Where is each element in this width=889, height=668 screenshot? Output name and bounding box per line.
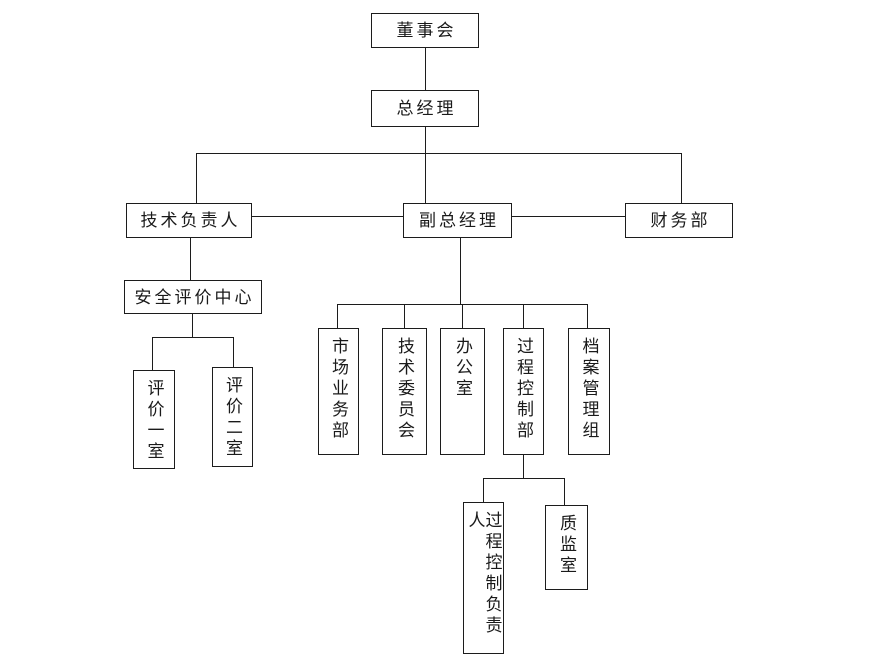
connector-drop-quality bbox=[564, 478, 565, 505]
connector-drop-technical-lead bbox=[196, 153, 197, 203]
node-board: 董事会 bbox=[371, 13, 479, 48]
node-deputy-general-manager: 副总经理 bbox=[403, 203, 512, 238]
node-technical-lead-label: 技术负责人 bbox=[140, 211, 241, 230]
connector-drop-committee bbox=[404, 304, 405, 328]
connector-deputy-down bbox=[460, 238, 461, 304]
connector-process-rail bbox=[483, 478, 565, 479]
connector-safetycenter-down bbox=[192, 314, 193, 337]
connector-board-gm bbox=[425, 48, 426, 90]
node-safety-evaluation-center: 安全评价中心 bbox=[124, 280, 262, 314]
node-evaluation-room-1-label: 评价一室 bbox=[144, 379, 164, 463]
node-market-business-dept: 市场业务部 bbox=[318, 328, 359, 455]
connector-drop-finance bbox=[681, 153, 682, 203]
connector-lateral-deputy-finance bbox=[512, 216, 625, 217]
node-technical-committee-label: 技术委员会 bbox=[395, 337, 414, 442]
node-technical-lead: 技术负责人 bbox=[126, 203, 252, 238]
connector-lateral-techlead-deputy bbox=[252, 216, 403, 217]
connector-drop-eval2 bbox=[233, 337, 234, 367]
connector-drop-archives bbox=[587, 304, 588, 328]
node-market-business-dept-label: 市场业务部 bbox=[329, 337, 348, 442]
node-deputy-general-manager-label: 副总经理 bbox=[419, 211, 499, 230]
node-process-control-lead-label: 过程控制负责人 bbox=[465, 511, 502, 637]
node-process-control-lead: 过程控制负责人 bbox=[463, 502, 504, 654]
node-quality-supervision-room: 质监室 bbox=[545, 505, 588, 590]
node-quality-supervision-room-label: 质监室 bbox=[557, 514, 576, 577]
connector-drop-process-lead bbox=[483, 478, 484, 502]
node-finance-dept: 财务部 bbox=[625, 203, 733, 238]
connector-process-down bbox=[523, 455, 524, 478]
connector-gm-deputy bbox=[425, 127, 426, 203]
connector-eval-rail bbox=[152, 337, 234, 338]
connector-techlead-safetycenter bbox=[190, 238, 191, 280]
node-archives-management-group-label: 档案管理组 bbox=[579, 337, 599, 442]
connector-drop-process bbox=[523, 304, 524, 328]
node-evaluation-room-1: 评价一室 bbox=[133, 370, 175, 469]
connector-tier2-rail bbox=[196, 153, 682, 154]
node-office-label: 办公室 bbox=[453, 337, 472, 400]
node-archives-management-group: 档案管理组 bbox=[568, 328, 610, 455]
node-office: 办公室 bbox=[440, 328, 485, 455]
node-evaluation-room-2: 评价二室 bbox=[212, 367, 253, 467]
connector-drop-market bbox=[337, 304, 338, 328]
node-process-control-dept-label: 过程控制部 bbox=[514, 337, 533, 442]
node-technical-committee: 技术委员会 bbox=[382, 328, 427, 455]
node-safety-evaluation-center-label: 安全评价中心 bbox=[134, 287, 255, 307]
node-evaluation-room-2-label: 评价二室 bbox=[223, 376, 242, 460]
connector-drop-eval1 bbox=[152, 337, 153, 370]
node-process-control-dept: 过程控制部 bbox=[503, 328, 544, 455]
node-general-manager-label: 总经理 bbox=[396, 99, 457, 118]
node-board-label: 董事会 bbox=[396, 21, 457, 40]
connector-drop-office bbox=[462, 304, 463, 328]
node-general-manager: 总经理 bbox=[371, 90, 479, 127]
node-finance-dept-label: 财务部 bbox=[650, 211, 711, 230]
